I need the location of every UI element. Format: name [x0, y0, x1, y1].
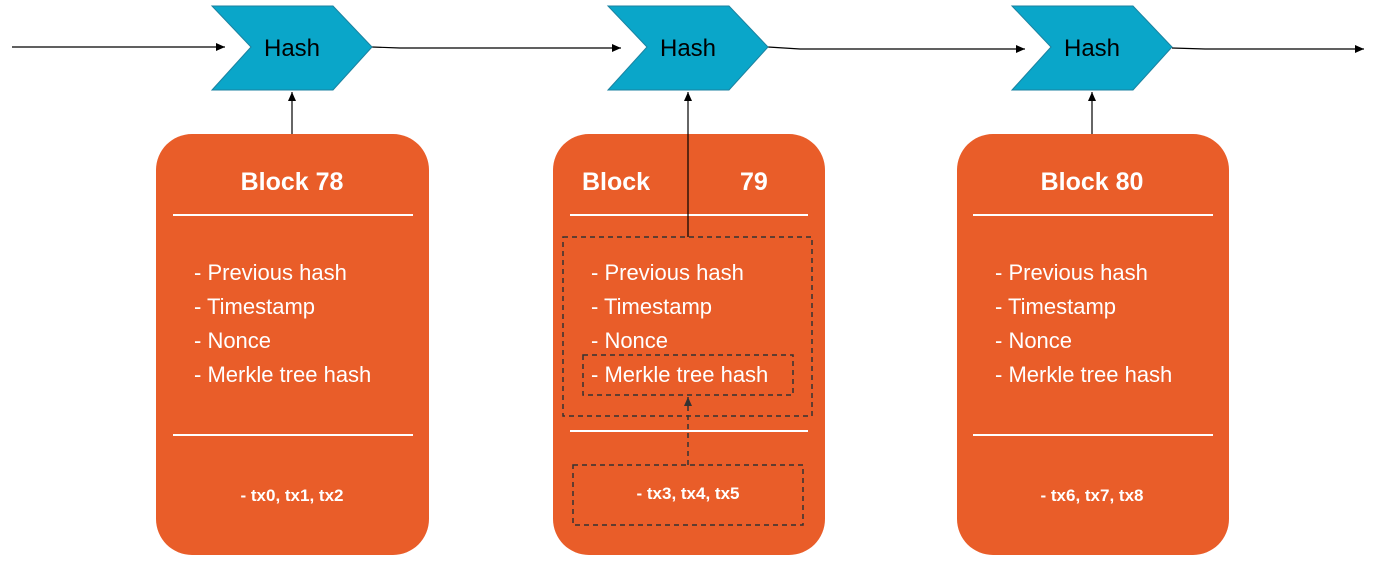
transactions-list: - tx0, tx1, tx2	[241, 486, 344, 505]
field-previous-hash: - Previous hash	[995, 260, 1148, 285]
hash-node-2: Hash	[606, 5, 769, 91]
block-title: Block 80	[1041, 168, 1144, 196]
chain-arrow-outgoing	[1171, 45, 1364, 53]
block-title: Block 78	[241, 168, 344, 196]
hash-node-3: Hash	[1010, 5, 1173, 91]
hash-node-1: Hash	[210, 5, 373, 91]
field-merkle-tree-hash: - Merkle tree hash	[995, 362, 1172, 387]
block-card	[553, 134, 825, 555]
hash-label: Hash	[264, 35, 320, 62]
field-merkle-tree-hash: - Merkle tree hash	[591, 362, 768, 387]
merkle-hash-dashed-box	[582, 354, 794, 396]
field-nonce: - Nonce	[995, 328, 1072, 353]
hash-chevron-shape	[210, 5, 373, 91]
hash-chevron-shape	[606, 5, 769, 91]
field-nonce: - Nonce	[194, 328, 271, 353]
transactions-list: - tx3, tx4, tx5	[637, 484, 740, 503]
block-title-word: Block	[582, 168, 650, 196]
field-previous-hash: - Previous hash	[194, 260, 347, 285]
block-card	[957, 134, 1229, 555]
field-nonce: - Nonce	[591, 328, 668, 353]
chain-arrow-hash2-to-hash3	[767, 45, 1025, 53]
hash-label: Hash	[1064, 35, 1120, 62]
hash-chevron-shape	[1010, 5, 1173, 91]
hash-label: Hash	[660, 35, 716, 62]
chain-arrow-hash1-to-hash2	[371, 44, 621, 52]
transactions-list: - tx6, tx7, tx8	[1041, 486, 1144, 505]
field-timestamp: - Timestamp	[995, 294, 1116, 319]
block-card	[156, 134, 429, 555]
transactions-dashed-box	[572, 464, 804, 526]
block-80: Block 80 - Previous hash - Timestamp - N…	[957, 134, 1229, 555]
block-78: Block 78 - Previous hash - Timestamp - N…	[156, 134, 429, 555]
block-title-number: 79	[740, 168, 768, 196]
field-timestamp: - Timestamp	[194, 294, 315, 319]
field-merkle-tree-hash: - Merkle tree hash	[194, 362, 371, 387]
field-timestamp: - Timestamp	[591, 294, 712, 319]
block-79: Block 79 - Previous hash - Timestamp - N…	[553, 134, 825, 555]
field-previous-hash: - Previous hash	[591, 260, 744, 285]
